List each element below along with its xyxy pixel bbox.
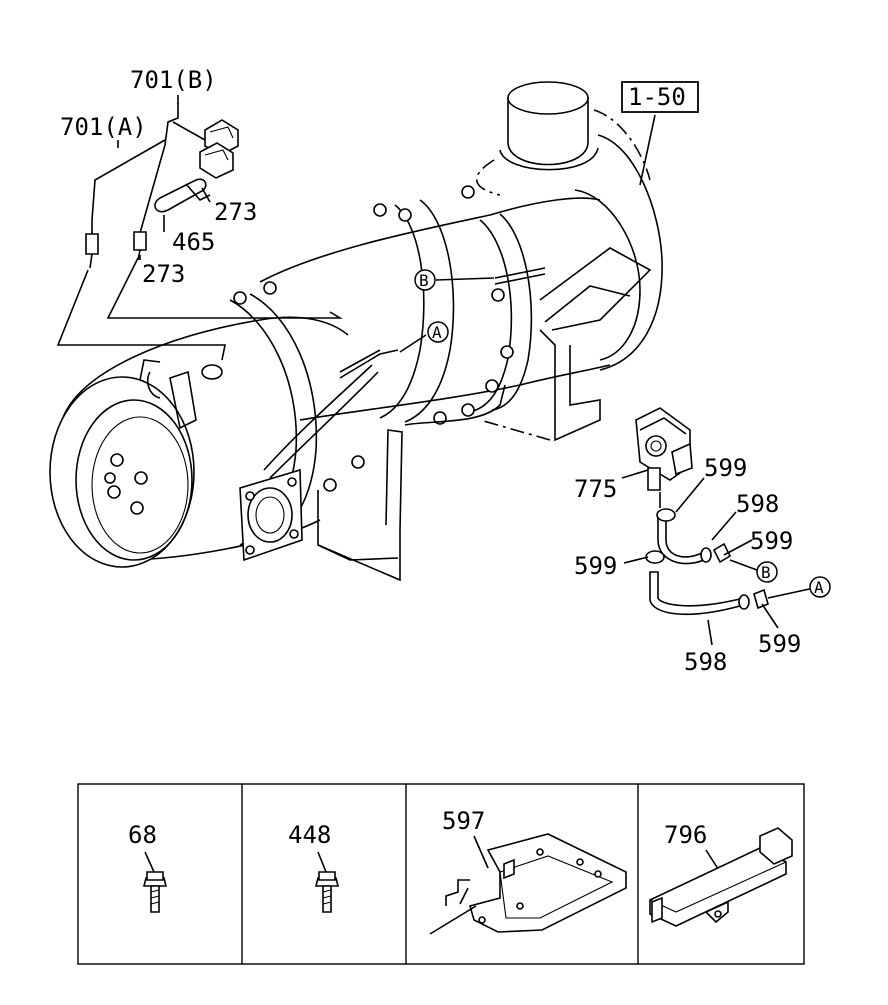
dpd-assembly [49, 81, 663, 582]
parts-table: 68 448 597 [77, 783, 805, 965]
support-bracket [317, 329, 601, 582]
table-label-796: 796 [664, 821, 707, 849]
callout-599-3: 599 [574, 552, 617, 580]
exhaust-temp-sensors [85, 103, 239, 269]
reference-box-label: 1-50 [628, 83, 686, 111]
table-label-68: 68 [128, 821, 157, 849]
callout-701-a: 701(A) [60, 113, 147, 141]
table-cell-597: 597 [429, 807, 627, 935]
callout-273-bottom: 273 [142, 260, 185, 288]
svg-text:A: A [432, 323, 442, 342]
callout-775: 775 [574, 475, 617, 503]
reference-box: 1-50 [621, 81, 699, 113]
sensor-bracket-icon [649, 827, 793, 927]
callout-598-bottom: 598 [684, 648, 727, 676]
sensor-connector-a [199, 142, 234, 179]
bracket-icon [429, 833, 627, 935]
callout-leaders [117, 95, 779, 646]
sensor-boss [201, 364, 223, 380]
svg-text:A: A [814, 578, 824, 597]
pressure-sensor-775 [635, 407, 693, 491]
outlet-flange [239, 468, 303, 562]
table-cell-796: 796 [649, 821, 793, 927]
table-cell-448: 448 [288, 821, 340, 913]
table-label-448: 448 [288, 821, 331, 849]
flange-bolts [233, 185, 514, 492]
callout-599-2: 599 [750, 527, 793, 555]
callout-599-1: 599 [704, 454, 747, 482]
table-cell-68: 68 [128, 821, 168, 913]
bolt-icon [142, 871, 168, 913]
callout-599-4: 599 [758, 630, 801, 658]
callout-598-top: 598 [736, 490, 779, 518]
marker-b-main: B [414, 269, 436, 291]
bolt-icon [314, 871, 340, 913]
pressure-pipes [263, 247, 652, 479]
svg-text:B: B [761, 563, 771, 582]
inlet-disc [49, 376, 195, 568]
callout-701-b: 701(B) [130, 66, 217, 94]
marker-a-main: A [427, 321, 449, 343]
table-label-597: 597 [442, 807, 485, 835]
marker-a-hose: A [809, 576, 831, 598]
svg-text:B: B [419, 271, 429, 290]
silencer-cylinder [475, 81, 599, 196]
callout-465: 465 [172, 228, 215, 256]
callout-273-top: 273 [214, 198, 257, 226]
marker-b-hose: B [756, 561, 778, 583]
